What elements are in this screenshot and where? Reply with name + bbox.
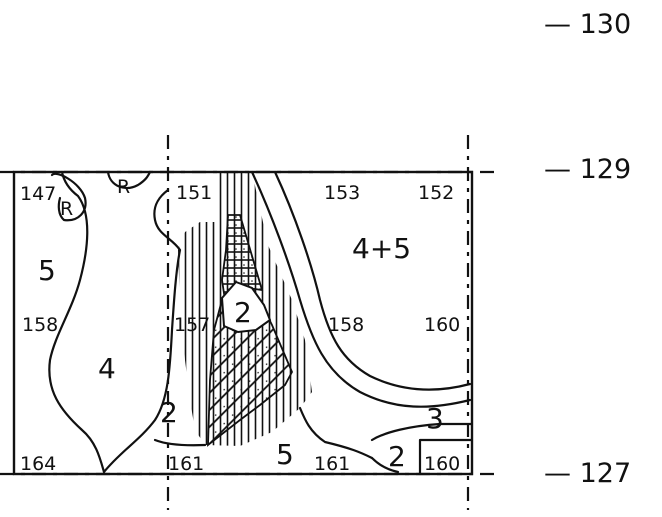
number-160-right: 160 (424, 314, 460, 336)
road-edge-outer (273, 170, 472, 391)
number-153: 153 (324, 182, 360, 204)
scale-label-127: — 127 (544, 458, 631, 489)
marker-r-top: R (117, 176, 130, 198)
zone-2-center-outline (220, 280, 272, 334)
zone-4: 4 (98, 352, 116, 385)
boundary-bottom-center (298, 406, 374, 460)
number-161-right: 161 (314, 453, 350, 475)
boundary-left (48, 170, 106, 474)
zone-5-bottom: 5 (276, 438, 294, 471)
boundary-zone-2-bottom (370, 456, 400, 474)
zone-4-plus-5: 4+5 (352, 232, 411, 265)
number-158-left: 158 (22, 314, 58, 336)
zone-3: 3 (426, 402, 444, 435)
boundary-r-left (50, 172, 87, 222)
number-164: 164 (20, 453, 56, 475)
number-152: 152 (418, 182, 454, 204)
boundary-zone-3 (370, 422, 474, 442)
boundary-zone-2-left (153, 438, 207, 447)
number-160-bottom: 160 (424, 453, 460, 475)
marker-r-left: R (60, 198, 73, 220)
boundary-160-box (418, 438, 474, 476)
zone-5-left: 5 (38, 254, 56, 287)
number-147: 147 (20, 183, 56, 205)
scale-label-129: — 129 (544, 154, 631, 185)
scale-label-130: — 130 (544, 9, 631, 40)
plan-frame (12, 170, 474, 476)
number-151: 151 (176, 182, 212, 204)
zone-2-center: 2 (234, 296, 252, 329)
number-158-right: 158 (328, 314, 364, 336)
road-edge-inner (250, 170, 472, 408)
number-161-left: 161 (168, 453, 204, 475)
boundary-zone-4 (102, 188, 182, 474)
number-157: 157 (174, 314, 210, 336)
boundary-r-marker (106, 170, 152, 189)
zone-2-bottom: 2 (388, 440, 406, 473)
zone-2-left: 2 (160, 396, 178, 429)
